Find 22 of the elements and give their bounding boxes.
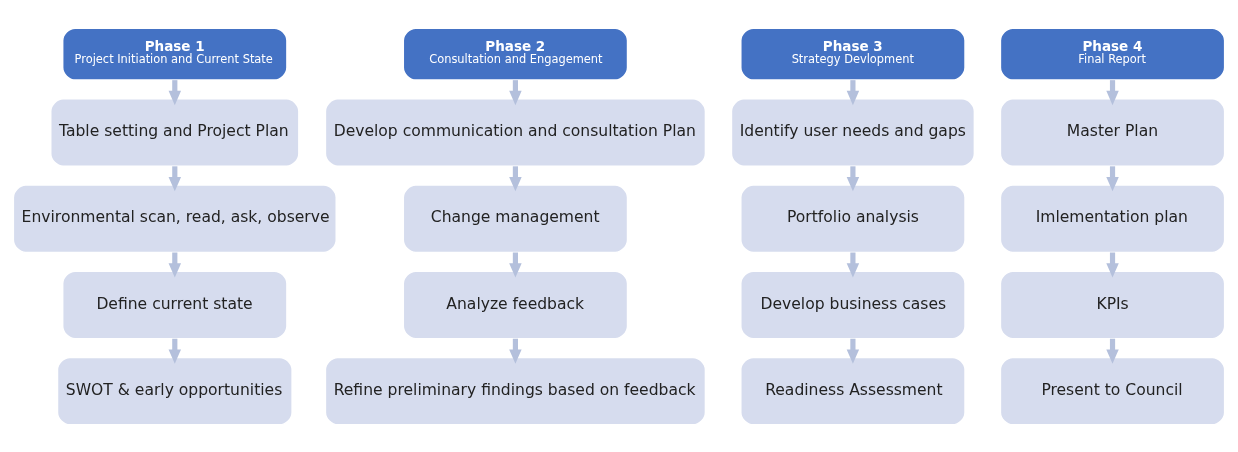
node-box: Develop business cases (740, 269, 966, 339)
node-box: Present to Council (999, 356, 1226, 426)
node-box: Environmental scan, read, ask, observe (12, 183, 338, 253)
node-box: Phase 4 Final Report (999, 26, 1226, 81)
node-box: Identify user needs and gaps (730, 97, 976, 167)
node-box: Imlementation plan (999, 183, 1226, 253)
node-box: Readiness Assessment (740, 356, 966, 426)
node-box: KPIs (999, 269, 1226, 339)
node-box: Develop communication and consultation Plan (324, 97, 707, 167)
node-box: Change management (402, 183, 629, 253)
node-box: Master Plan (999, 97, 1226, 167)
node-box: Phase 1 Project Initiation and Current State (61, 26, 288, 81)
arrow (846, 165, 860, 191)
arrow (846, 79, 860, 105)
node-box: Analyze feedback (402, 269, 629, 339)
node-box: Phase 2 Consultation and Engagement (402, 26, 629, 81)
node-box: Define current state (61, 269, 288, 339)
node-box: SWOT & early opportunities (56, 356, 293, 426)
node-box: Refine preliminary findings based on feedback (324, 356, 707, 426)
node-box: Table setting and Project Plan (49, 97, 300, 167)
node-box: Phase 3 Strategy Devlopment (740, 26, 966, 81)
node-box: Portfolio analysis (740, 183, 966, 253)
